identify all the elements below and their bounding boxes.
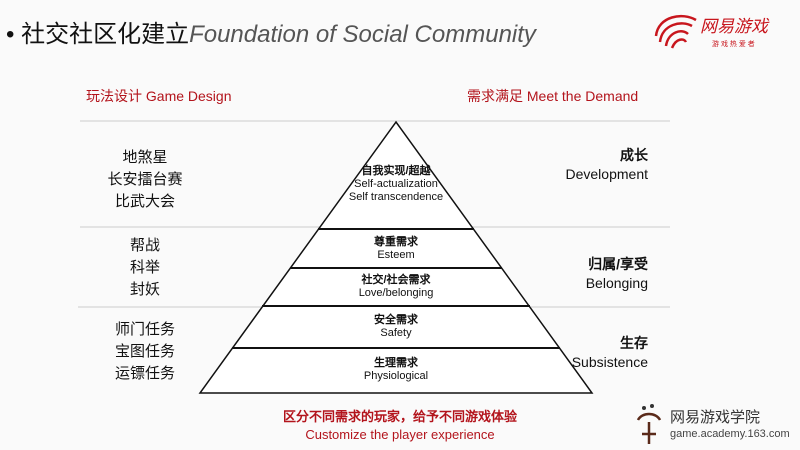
tier-cn: 社交/社会需求: [361, 274, 431, 286]
tier-en: Self transcendence: [348, 191, 444, 203]
right-group-development: 成长 Development: [520, 146, 649, 184]
left-group-subsistence: 师门任务 宝图任务 运镖任务: [90, 319, 200, 385]
game-feature: 地煞星: [122, 149, 168, 166]
tier-self-actualization: 自我实现/超越 Self-actualization Self transcen…: [296, 165, 496, 204]
tier-en: Esteem: [377, 249, 415, 261]
game-feature: 师门任务: [114, 321, 175, 338]
bullet: •: [6, 21, 15, 48]
tier-safety: 安全需求 Safety: [296, 314, 496, 340]
need-cn: 归属/享受: [588, 256, 648, 272]
tier-cn: 生理需求: [374, 357, 418, 369]
title-cn: 社交社区化建立: [21, 21, 190, 48]
pyramid-outline: [198, 120, 594, 394]
tier-cn: 自我实现/超越: [361, 165, 431, 177]
game-feature: 宝图任务: [114, 343, 175, 360]
tier-love-belonging: 社交/社会需求 Love/belonging: [296, 274, 496, 300]
tier-physiological: 生理需求 Physiological: [296, 357, 496, 383]
left-group-belonging: 帮战 科举 封妖: [90, 235, 200, 301]
need-en: Subsistence: [571, 354, 648, 370]
watermark: 网易游戏学院 game.academy.163.com: [630, 400, 800, 450]
need-cn: 成长: [620, 147, 648, 163]
logo-tagline: 游 戏 热 爱 者: [712, 39, 755, 48]
game-feature: 帮战: [129, 237, 160, 254]
footer-cn: 区分不同需求的玩家，给予不同游戏体验: [282, 409, 517, 424]
need-en: Development: [565, 166, 649, 182]
tier-en: Physiological: [363, 370, 429, 382]
tier-cn: 安全需求: [374, 314, 418, 326]
game-feature: 科举: [129, 259, 160, 276]
watermark-url: game.academy.163.com: [670, 428, 790, 440]
need-en: Belonging: [585, 275, 648, 291]
right-group-belonging: 归属/享受 Belonging: [520, 255, 648, 293]
tier-en: Self-actualization: [354, 178, 438, 190]
header-meet-demand: 需求满足 Meet the Demand: [467, 88, 639, 104]
header-game-design: 玩法设计 Game Design: [86, 88, 232, 104]
game-feature: 运镖任务: [114, 365, 175, 382]
game-feature: 长安擂台赛: [107, 171, 183, 188]
right-group-subsistence: 生存 Subsistence: [520, 334, 648, 372]
tier-en: Love/belonging: [358, 287, 434, 299]
logo-swirl-icon: 网易游戏 游 戏 热 爱 者: [654, 15, 770, 49]
title-en: Foundation of Social Community: [189, 21, 536, 48]
tier-en: Safety: [380, 327, 412, 339]
slide-title: • 社交社区化建立Foundation of Social Community: [6, 14, 536, 49]
game-feature: 比武大会: [114, 193, 175, 210]
need-cn: 生存: [620, 335, 648, 351]
tier-cn: 尊重需求: [374, 236, 418, 248]
left-group-development: 地煞星 长安擂台赛 比武大会: [90, 147, 200, 213]
footer-en: Customize the player experience: [305, 427, 495, 442]
logo-name: 网易游戏: [700, 17, 770, 36]
watermark-name: 网易游戏学院: [670, 409, 761, 426]
footer-text: 区分不同需求的玩家，给予不同游戏体验 Customize the player …: [200, 408, 600, 444]
netease-games-logo: 网易游戏 游 戏 热 爱 者: [648, 6, 798, 56]
academy-mascot-icon: [636, 404, 662, 444]
game-feature: 封妖: [129, 281, 160, 298]
tier-esteem: 尊重需求 Esteem: [296, 236, 496, 262]
